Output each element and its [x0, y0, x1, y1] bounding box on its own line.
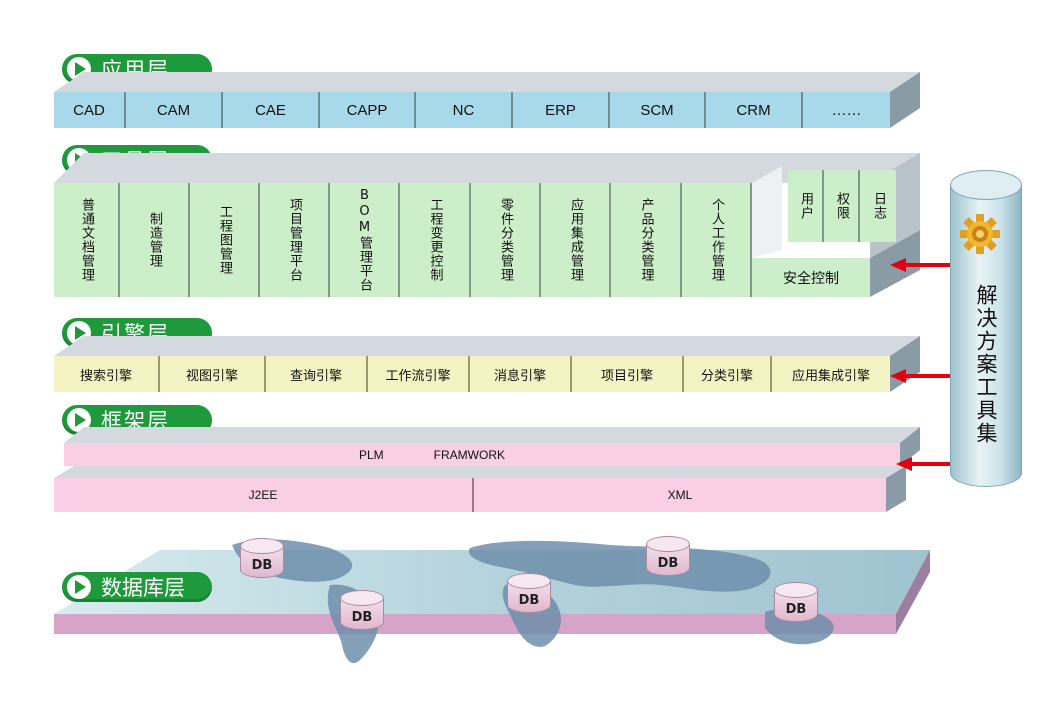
security-sub-label: 权限 — [834, 192, 849, 220]
engine-item-label: 应用集成引擎 — [791, 368, 870, 384]
solution-tools-label: 解决方案工具集 — [974, 284, 998, 445]
app-item[interactable]: CAM — [126, 92, 223, 128]
database-cylinder[interactable]: DB — [240, 538, 284, 586]
db-top — [774, 582, 818, 598]
plm-framework-bar[interactable]: PLM FRAMWORK — [64, 443, 900, 466]
tool-item-label: 应用集成管理 — [568, 198, 583, 282]
tool-item-label: 个人工作管理 — [709, 198, 724, 282]
app-item[interactable]: SCM — [610, 92, 706, 128]
database-layer-tag: 数据库层 — [62, 572, 212, 602]
engine-item[interactable]: 分类引擎 — [684, 356, 772, 392]
gear-icon — [960, 214, 1000, 254]
security-sub-item[interactable]: 用户 — [788, 170, 824, 242]
engine-item[interactable]: 搜索引擎 — [54, 356, 160, 392]
tool-item[interactable]: 应用集成管理 — [541, 183, 611, 297]
db-label: DB — [785, 602, 807, 617]
db-top — [507, 573, 551, 589]
db-label: DB — [518, 593, 540, 608]
xml-bar[interactable]: XML — [474, 478, 886, 512]
engine-item-label: 分类引擎 — [700, 368, 753, 384]
db-top — [240, 538, 284, 554]
tool-item[interactable]: 普通文档管理 — [54, 183, 120, 297]
engine-item-label: 搜索引擎 — [79, 368, 132, 384]
security-control[interactable]: 安全控制 — [752, 258, 870, 297]
plm-label: PLM — [358, 447, 384, 462]
engine-item[interactable]: 应用集成引擎 — [772, 356, 890, 392]
tool-item-label: 普通文档管理 — [79, 198, 94, 282]
tool-item-label: 项目管理平台 — [287, 198, 302, 282]
app-item-label: CAM — [156, 101, 191, 119]
app-item-label: NC — [452, 101, 475, 119]
engine-item-label: 项目引擎 — [600, 368, 653, 384]
tool-item[interactable]: 零件分类管理 — [471, 183, 541, 297]
tool-item-label: BOM管理平台 — [357, 188, 372, 292]
tool-item-label: 工程图管理 — [217, 205, 232, 275]
app-item-label: SCM — [640, 101, 674, 119]
tool-item[interactable]: 工程变更控制 — [400, 183, 471, 297]
engine-item-label: 工作流引擎 — [385, 368, 451, 384]
database-cylinder[interactable]: DB — [646, 536, 690, 584]
tool-item-label: 制造管理 — [147, 212, 162, 268]
j2ee-bar[interactable]: J2EE — [54, 478, 474, 512]
app-item[interactable]: CAD — [54, 92, 126, 128]
engine-item-label: 视图引擎 — [185, 368, 238, 384]
engine-item[interactable]: 视图引擎 — [160, 356, 266, 392]
tool-item[interactable]: 制造管理 — [120, 183, 190, 297]
security-sub-item[interactable]: 权限 — [824, 170, 860, 242]
tool-item[interactable]: 产品分类管理 — [611, 183, 682, 297]
engine-item-label: 查询引擎 — [289, 368, 342, 384]
app-item[interactable]: CRM — [706, 92, 803, 128]
engine-item-label: 消息引擎 — [493, 368, 546, 384]
security-sub-label: 用户 — [798, 192, 813, 220]
tool-item[interactable]: BOM管理平台 — [330, 183, 400, 297]
engine-item[interactable]: 查询引擎 — [266, 356, 368, 392]
app-item-label: CAD — [73, 101, 105, 119]
play-icon — [67, 575, 91, 599]
db-top — [646, 536, 690, 552]
db-label: DB — [251, 558, 273, 573]
xml-label: XML — [667, 488, 693, 502]
engine-item[interactable]: 工作流引擎 — [368, 356, 470, 392]
security-sub-label: 日志 — [871, 192, 886, 220]
tool-item[interactable]: 个人工作管理 — [682, 183, 752, 297]
app-item[interactable]: CAPP — [320, 92, 416, 128]
app-item[interactable]: NC — [416, 92, 513, 128]
engine-item[interactable]: 消息引擎 — [470, 356, 572, 392]
framwork-label: FRAMWORK — [433, 447, 505, 462]
database-cylinder[interactable]: DB — [340, 590, 384, 638]
solution-tools-cylinder-top — [950, 170, 1022, 200]
tool-item[interactable]: 工程图管理 — [190, 183, 260, 297]
tool-item-label: 零件分类管理 — [498, 198, 513, 282]
security-sub-item[interactable]: 日志 — [860, 170, 896, 242]
security-control-label: 安全控制 — [783, 270, 839, 287]
database-layer-title: 数据库层 — [101, 576, 185, 600]
app-item-label: CAPP — [346, 101, 388, 119]
tool-item[interactable]: 项目管理平台 — [260, 183, 330, 297]
tool-item-label: 产品分类管理 — [638, 198, 654, 282]
app-item[interactable]: …… — [803, 92, 890, 128]
engine-item[interactable]: 项目引擎 — [572, 356, 684, 392]
db-label: DB — [351, 610, 373, 625]
app-item-label: CAE — [255, 101, 286, 119]
tool-item-label: 工程变更控制 — [427, 198, 443, 282]
database-cylinder[interactable]: DB — [774, 582, 818, 630]
app-item[interactable]: CAE — [223, 92, 320, 128]
app-item-label: CRM — [736, 101, 771, 119]
app-item-label: ERP — [545, 101, 576, 119]
db-top — [340, 590, 384, 606]
app-item[interactable]: ERP — [513, 92, 610, 128]
database-cylinder[interactable]: DB — [507, 573, 551, 621]
app-item-label: …… — [831, 101, 862, 119]
db-label: DB — [657, 556, 679, 571]
j2ee-label: J2EE — [248, 488, 278, 502]
